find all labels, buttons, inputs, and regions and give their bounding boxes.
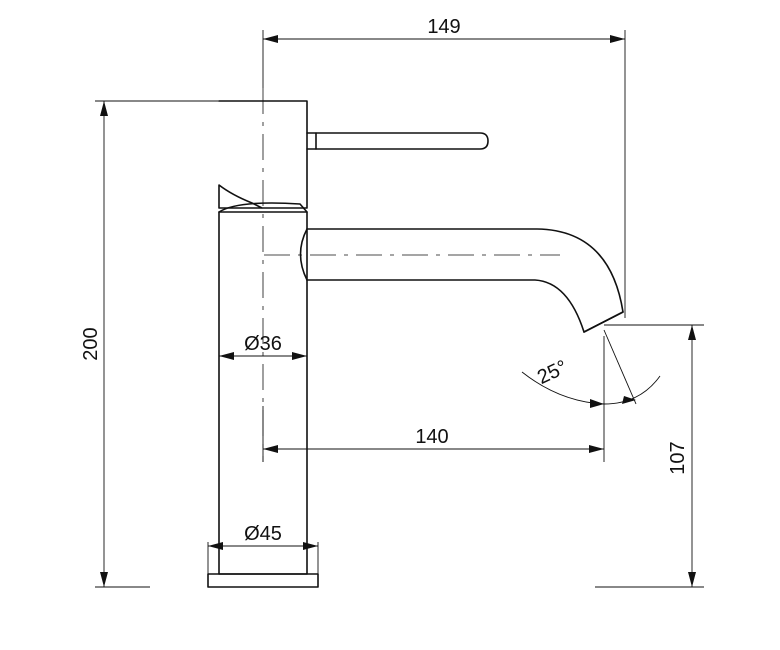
arrow-107-top bbox=[688, 325, 696, 340]
faucet-body bbox=[218, 211, 308, 575]
lever-handle bbox=[306, 132, 489, 150]
arrow-107-bottom bbox=[688, 572, 696, 587]
arrow-140-right bbox=[589, 445, 604, 453]
body-cap-curve bbox=[218, 202, 308, 213]
arrow-angle-right bbox=[622, 396, 636, 404]
dimension-label-outlet-height: 107 bbox=[667, 441, 689, 474]
arrow-200-top bbox=[100, 101, 108, 116]
dimension-label-total-height: 200 bbox=[80, 327, 102, 360]
centerlines bbox=[262, 88, 637, 462]
dimension-label-body-diameter: Ø36 bbox=[244, 333, 282, 355]
handle-housing bbox=[218, 100, 308, 209]
dimension-label-spout-projection: 140 bbox=[415, 426, 448, 448]
outlet-face bbox=[583, 311, 624, 333]
arrow-d45-right bbox=[303, 542, 318, 550]
arrow-d36-right bbox=[292, 352, 307, 360]
outlet-axis-line bbox=[603, 329, 637, 405]
dimension-label-overall-reach: 149 bbox=[427, 16, 460, 38]
arrow-200-bottom bbox=[100, 572, 108, 587]
arrow-140-left bbox=[263, 445, 278, 453]
spout-joint bbox=[299, 228, 308, 281]
dimension-lines bbox=[95, 30, 704, 588]
arrow-angle-left bbox=[590, 399, 604, 408]
arrow-149-right bbox=[610, 35, 625, 43]
spout bbox=[306, 228, 624, 333]
faucet-outline bbox=[207, 100, 624, 588]
base-plate bbox=[207, 573, 319, 588]
arrow-d36-left bbox=[219, 352, 234, 360]
arrow-149-left bbox=[263, 35, 278, 43]
arrow-d45-left bbox=[208, 542, 223, 550]
dimension-label-base-diameter: Ø45 bbox=[244, 523, 282, 545]
